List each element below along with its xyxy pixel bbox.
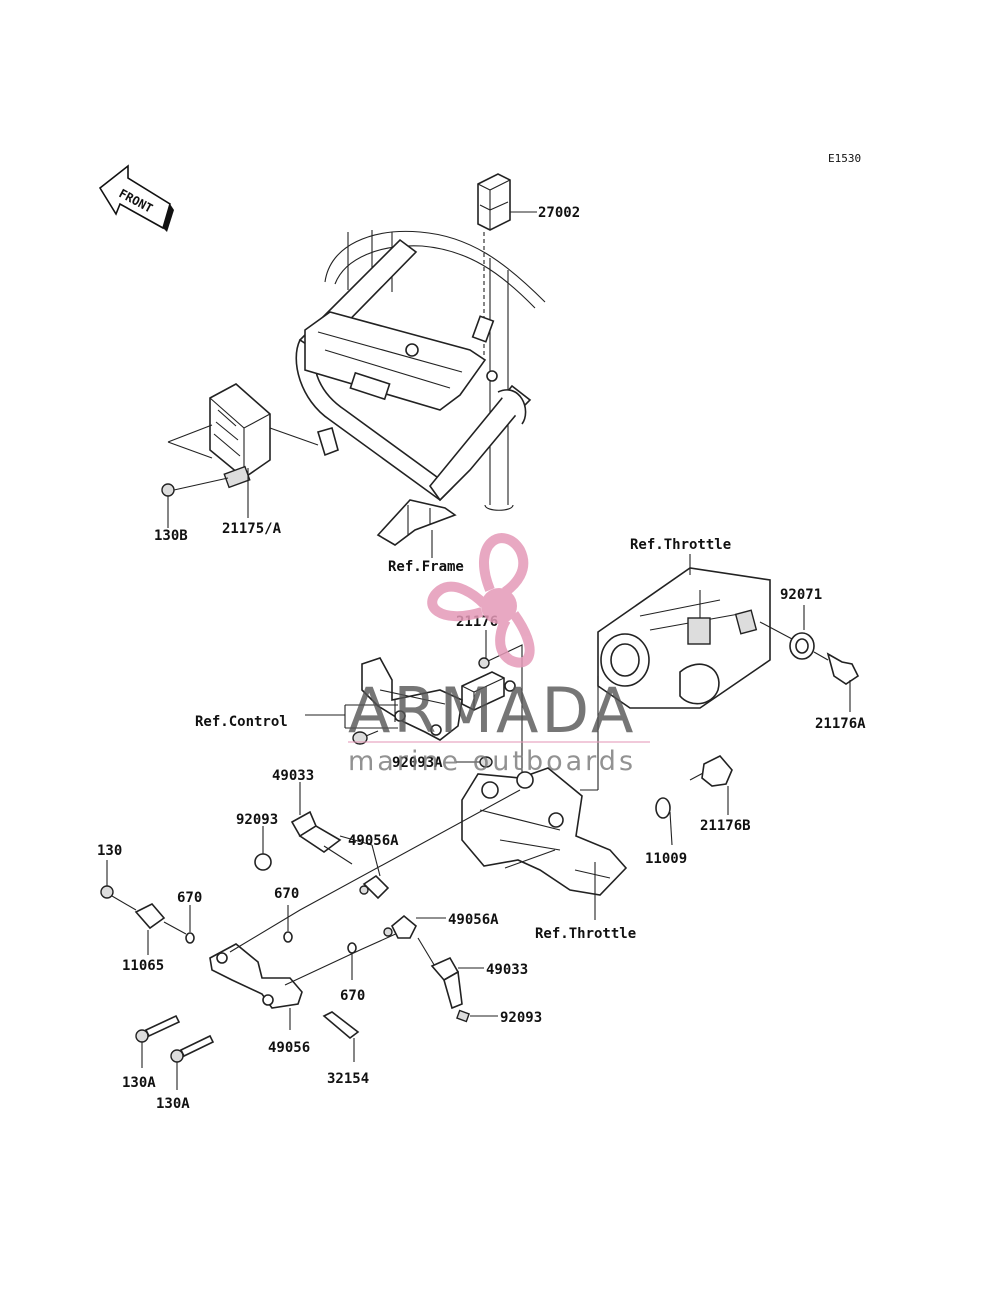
control-bracket <box>361 657 463 741</box>
bolt-130A-b <box>170 1034 215 1090</box>
label-670-c: 670 <box>340 988 365 1004</box>
label-49033-bottom: 49033 <box>486 962 528 978</box>
label-130B: 130B <box>154 528 188 544</box>
label-92093A: 92093A <box>392 755 443 771</box>
bolt-130B <box>161 477 229 528</box>
label-92093-bottom: 92093 <box>500 1010 542 1026</box>
cap-49056A-mid <box>383 914 446 939</box>
oring-11009 <box>655 797 673 846</box>
label-130: 130 <box>97 843 122 859</box>
bolt-130A-a <box>135 1014 181 1068</box>
label-21175A: 21175/A <box>222 521 282 537</box>
relay-27002 <box>471 173 537 355</box>
armada-logo-icon <box>427 533 535 668</box>
label-21176B: 21176B <box>700 818 751 834</box>
label-49056A-top: 49056A <box>348 833 399 849</box>
frame-assembly <box>295 230 546 546</box>
label-49056A-mid: 49056A <box>448 912 499 928</box>
bolt-130 <box>100 860 137 911</box>
label-49033-top: 49033 <box>272 768 314 784</box>
label-670-a: 670 <box>177 890 202 906</box>
fuel-rail-49056 <box>209 789 521 1030</box>
label-11065: 11065 <box>122 958 164 974</box>
cap-49056A-top <box>339 835 390 900</box>
label-ref-frame: Ref.Frame <box>388 559 464 575</box>
injector-49033-top <box>290 782 353 865</box>
damper-11065 <box>134 903 187 955</box>
grommet-92071 <box>759 605 815 660</box>
oring-670-c <box>347 942 357 980</box>
label-ref-control: Ref.Control <box>195 714 288 730</box>
label-130A-a: 130A <box>122 1075 156 1091</box>
oring-670-b <box>283 905 293 943</box>
label-670-b: 670 <box>274 886 299 902</box>
ecu-21175 <box>167 383 319 518</box>
label-ref-throttle-top: Ref.Throttle <box>630 537 731 553</box>
washer-92093A <box>456 756 493 768</box>
label-32154: 32154 <box>327 1071 369 1087</box>
label-21176A: 21176A <box>815 716 866 732</box>
label-27002: 27002 <box>538 205 580 221</box>
label-11009: 11009 <box>645 851 687 867</box>
watermark-tagline: marine outboards <box>348 746 636 777</box>
label-130A-b: 130A <box>156 1096 190 1112</box>
label-92071: 92071 <box>780 587 822 603</box>
label-49056: 49056 <box>268 1040 310 1056</box>
seal-92093-top <box>254 826 272 871</box>
sensor-21176B <box>689 755 733 815</box>
seal-92093-bottom <box>456 1009 498 1023</box>
sensor-21176A <box>813 651 860 712</box>
bolt-small <box>352 730 379 745</box>
throttle-body <box>597 554 771 709</box>
oring-670-a <box>185 905 195 944</box>
diagram-code: E1530 <box>828 152 861 165</box>
label-92093-top: 92093 <box>236 812 278 828</box>
front-arrow-icon: FRONT <box>98 164 174 232</box>
injector-49033-bottom <box>417 937 484 1010</box>
label-ref-throttle-bottom: Ref.Throttle <box>535 926 636 942</box>
sensor-21176 <box>461 630 523 774</box>
watermark-brand: ARMADA <box>348 674 636 747</box>
pipe-32154 <box>322 1011 360 1062</box>
